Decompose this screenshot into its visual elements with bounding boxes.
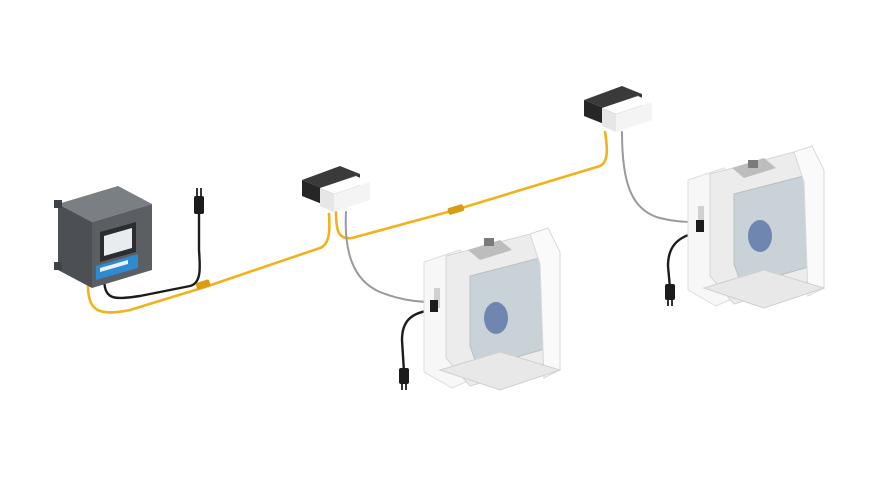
connector-icon <box>195 204 465 290</box>
controller-power-cord <box>102 210 201 300</box>
gray-cable-junction-1-to-machine-1 <box>344 211 435 303</box>
plug-icon <box>194 188 675 390</box>
machine-2 <box>687 145 826 309</box>
controller-box <box>54 186 152 288</box>
machine-1 <box>423 227 562 391</box>
yellow-cable-junction-1-to-junction-2 <box>334 130 609 240</box>
junction-box-1 <box>302 166 370 212</box>
junction-box-2 <box>584 86 652 132</box>
cables <box>86 130 706 374</box>
yellow-cable-controller-to-junction-1 <box>86 212 331 314</box>
